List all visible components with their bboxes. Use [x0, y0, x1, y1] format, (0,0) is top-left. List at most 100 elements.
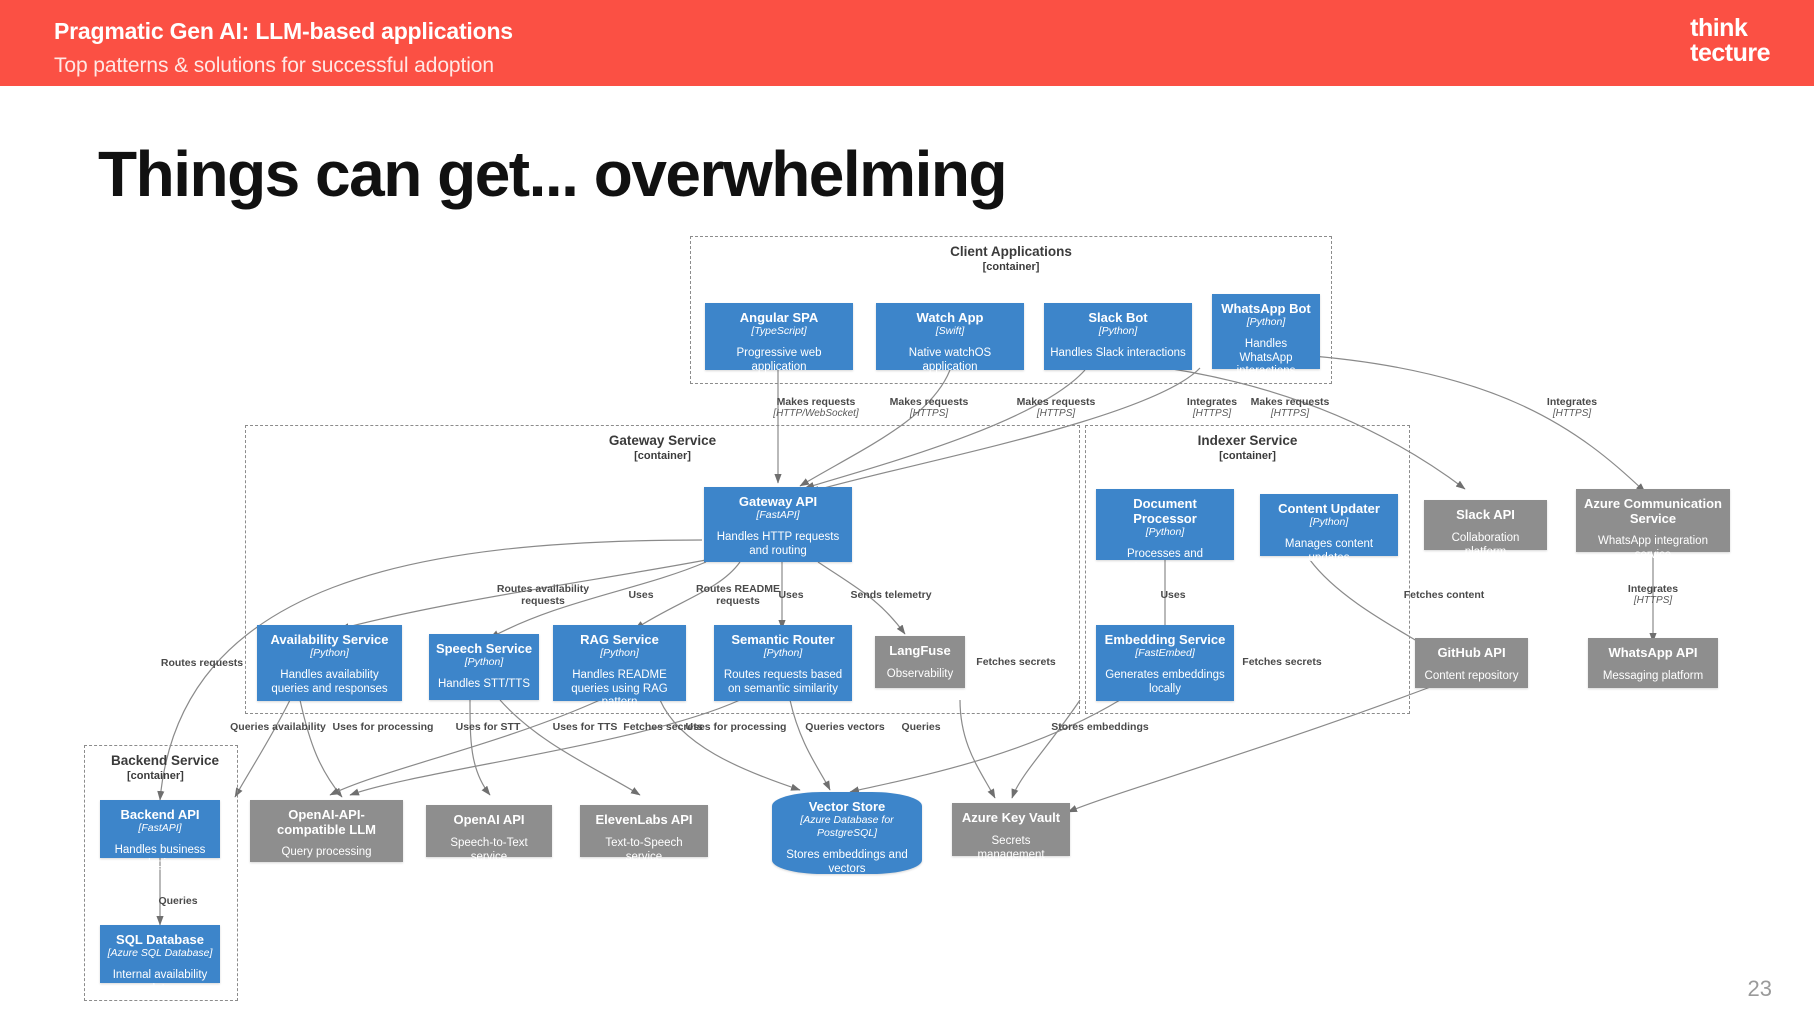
node-angular-spa[interactable]: Angular SPA [TypeScript] Progressive web… — [705, 303, 853, 373]
node-document-processor[interactable]: Document Processor [Python] Processes an… — [1096, 489, 1234, 574]
edge-label-protocol: [HTTPS] — [909, 408, 949, 419]
edge-label-text: Makes requests — [1016, 396, 1096, 408]
node-azure-communication-service[interactable]: Azure Communication Service WhatsApp int… — [1576, 489, 1730, 561]
node-slack-bot[interactable]: Slack Bot [Python] Handles Slack interac… — [1044, 303, 1192, 370]
page-number: 23 — [1747, 976, 1772, 1001]
node-description: Collaboration platform — [1451, 532, 1520, 558]
edge-label-uses-for-processing-2: Uses for processing — [686, 721, 787, 733]
boundary-title: Backend Service — [111, 753, 220, 768]
edge-label-queries-2: Queries — [158, 895, 197, 907]
node-name: SQL Database — [116, 932, 204, 947]
node-description: Messaging platform — [1602, 670, 1704, 682]
node-openai-api[interactable]: OpenAI API Speech-to-Text service — [426, 805, 552, 863]
node-tech: [Python] — [464, 656, 504, 668]
edge-label-text: Uses for processing — [685, 721, 787, 733]
edge-label-text: Makes requests — [1250, 396, 1330, 408]
logo-line-2: tecture — [1690, 39, 1770, 67]
node-name: Availability Service — [270, 632, 389, 647]
node-tech: [Swift] — [935, 325, 965, 337]
node-description: Stores embeddings and vectors — [786, 849, 908, 875]
node-name: OpenAI API — [453, 812, 525, 827]
edge-label-stores-embeddings: Stores embeddings — [1051, 721, 1148, 733]
header-subtitle: Top patterns & solutions for successful … — [54, 54, 494, 77]
edge-label-text: Integrates — [1546, 396, 1598, 408]
node-description: Content repository — [1424, 670, 1519, 682]
node-tech: [Python] — [1145, 526, 1185, 538]
edge-label-text: Uses — [778, 589, 804, 601]
edge-label-makes-requests-ws: Makes requests [HTTP/WebSocket] — [773, 396, 858, 420]
node-description: Secrets management — [977, 835, 1045, 861]
node-name: Embedding Service — [1104, 632, 1226, 647]
node-name: Angular SPA — [739, 310, 819, 325]
node-github-api[interactable]: GitHub API Content repository — [1415, 638, 1528, 688]
node-rag-service[interactable]: RAG Service [Python] Handles README quer… — [553, 625, 686, 708]
boundary-indexer-service: Indexer Service [container] — [1085, 425, 1410, 714]
edge-label-text: Uses — [1160, 589, 1186, 601]
node-description: Handles HTTP requests and routing — [716, 531, 840, 557]
edge-label-uses-for-tts: Uses for TTS — [553, 721, 618, 733]
edge-label-routes-readme-requests: Routes README requests — [695, 583, 781, 607]
node-gateway-api[interactable]: Gateway API [FastAPI] Handles HTTP reque… — [704, 487, 852, 562]
boundary-title: Gateway Service — [608, 433, 717, 448]
node-elevenlabs-api[interactable]: ElevenLabs API Text-to-Speech service — [580, 805, 708, 863]
node-name: Speech Service — [435, 641, 533, 656]
header-title: Pragmatic Gen AI: LLM-based applications — [54, 18, 513, 44]
edge-label-sends-telemetry: Sends telemetry — [850, 589, 931, 601]
node-name: RAG Service — [580, 632, 659, 647]
edge-label-text: Sends telemetry — [850, 589, 932, 601]
node-tech: [Python] — [600, 647, 639, 659]
edge-label-uses-1: Uses — [628, 589, 653, 601]
edge-label-protocol: [HTTPS] — [1192, 408, 1232, 419]
node-description: Query processing — [281, 846, 372, 858]
node-vector-store[interactable]: Vector Store [Azure Database for Postgre… — [772, 792, 922, 875]
edge-label-fetches-secrets-2: Fetches secrets — [1242, 656, 1321, 668]
node-name: Slack Bot — [1088, 310, 1148, 325]
boundary-type: [container] — [634, 450, 691, 462]
node-whatsapp-api[interactable]: WhatsApp API Messaging platform — [1588, 638, 1718, 688]
edge-label-text: Uses for STT — [455, 721, 521, 733]
node-name: Slack API — [1456, 507, 1515, 522]
node-whatsapp-bot[interactable]: WhatsApp Bot [Python] Handles WhatsApp i… — [1212, 294, 1320, 377]
boundary-title: Indexer Service — [1197, 433, 1298, 448]
edge-label-protocol: [HTTPS] — [1036, 408, 1076, 419]
node-name: Content Updater — [1278, 501, 1380, 516]
edge-label-queries-vectors: Queries vectors — [805, 721, 884, 733]
edge-label-integrates-3: Integrates [HTTPS] — [1628, 583, 1678, 607]
boundary-gateway-service: Gateway Service [container] — [245, 425, 1080, 714]
edge-label-text: Integrates — [1627, 583, 1679, 595]
thinktecture-logo: think tecture — [1690, 16, 1770, 66]
edge-label-uses-3: Uses — [1160, 589, 1185, 601]
edge-label-text: Makes requests — [889, 396, 969, 408]
node-description: Manages content updates — [1284, 538, 1374, 564]
node-openai-api-compatible-llm[interactable]: OpenAI-API-compatible LLM Query processi… — [250, 800, 403, 862]
boundary-backend-service: Backend Service [container] — [84, 745, 238, 1001]
edge-label-text: Makes requests — [776, 396, 856, 408]
logo-line-1: think — [1690, 14, 1748, 42]
edge-label-text: Stores embeddings — [1051, 721, 1149, 733]
node-embedding-service[interactable]: Embedding Service [FastEmbed] Generates … — [1096, 625, 1234, 701]
boundary-client-applications: Client Applications [container] — [690, 236, 1332, 384]
node-name: Vector Store — [808, 799, 886, 814]
node-sql-database[interactable]: SQL Database [Azure SQL Database] Intern… — [100, 925, 220, 995]
node-langfuse[interactable]: LangFuse Observability — [875, 636, 965, 688]
edge-label-text: Uses for processing — [332, 721, 434, 733]
node-backend-api[interactable]: Backend API [FastAPI] Handles business l… — [100, 800, 220, 870]
node-description: Native watchOS application — [908, 347, 992, 373]
node-name: ElevenLabs API — [595, 812, 693, 827]
node-azure-key-vault[interactable]: Azure Key Vault Secrets management — [952, 803, 1070, 861]
node-slack-api[interactable]: Slack API Collaboration platform — [1424, 500, 1547, 558]
node-tech: [Python] — [763, 647, 803, 659]
edge-label-makes-requests-3: Makes requests [HTTPS] — [1251, 396, 1330, 420]
edge-label-fetches-content: Fetches content — [1404, 589, 1485, 601]
node-watch-app[interactable]: Watch App [Swift] Native watchOS applica… — [876, 303, 1024, 373]
node-speech-service[interactable]: Speech Service [Python] Handles STT/TTS — [429, 634, 539, 700]
edge-label-text: Routes README requests — [695, 583, 780, 607]
node-availability-service[interactable]: Availability Service [Python] Handles av… — [257, 625, 402, 701]
node-semantic-router[interactable]: Semantic Router [Python] Routes requests… — [714, 625, 852, 701]
node-name: Document Processor — [1133, 496, 1197, 526]
edge-label-routes-requests: Routes requests — [161, 657, 243, 669]
edge-label-text: Fetches secrets — [1242, 656, 1322, 668]
node-content-updater[interactable]: Content Updater [Python] Manages content… — [1260, 494, 1398, 564]
node-tech: [Python] — [310, 647, 349, 659]
edge-label-uses-for-processing-1: Uses for processing — [333, 721, 434, 733]
